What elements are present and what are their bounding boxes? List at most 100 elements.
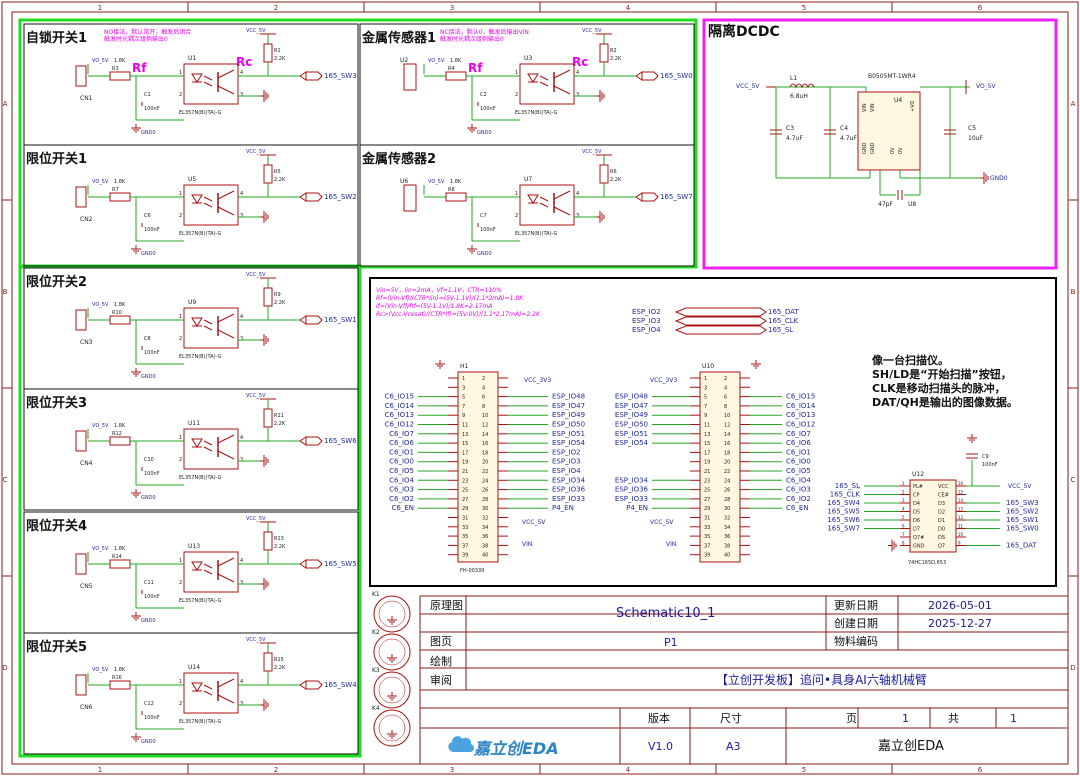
pin-number: 4 <box>240 558 243 564</box>
pin-number: 33 <box>704 525 710 531</box>
net-label: ESP_IO34 <box>552 476 586 484</box>
pin-number: 23 <box>462 478 468 484</box>
resistor-icon <box>109 315 131 325</box>
net-label: 165_SW1 <box>1006 516 1039 524</box>
net-port-label: 165_SW2 <box>324 193 357 201</box>
mounting-hole-ring <box>378 676 406 704</box>
vin-label: VIN <box>522 541 532 548</box>
pin-number: 2 <box>179 580 182 586</box>
pin-number: 2 <box>515 213 518 219</box>
vo-label: VO_5V <box>976 83 997 90</box>
pin-number: 3 <box>240 92 243 98</box>
resistor-icon <box>445 192 467 202</box>
pin-number: 19 <box>462 460 468 466</box>
connector-ref: CN6 <box>80 704 93 711</box>
cap-value: 100nF <box>144 594 160 600</box>
pin-number: 11 <box>462 423 468 429</box>
pin-number: 16 <box>482 441 488 447</box>
vcc5v-label: VCC_5V <box>1008 483 1032 490</box>
resistor-value: 1.8K <box>450 179 462 185</box>
vcc-label: VCC_5V <box>736 83 760 90</box>
mounting-ref: K3 <box>372 667 380 674</box>
pin-number: 37 <box>462 543 468 549</box>
net-label: 165_SW0 <box>1006 525 1039 533</box>
pin-number: 29 <box>704 506 710 512</box>
update-value: 2026-05-01 <box>928 599 992 612</box>
description-line: 像一台扫描仪。 <box>872 353 949 367</box>
cap-ref: C12 <box>144 701 154 707</box>
pin-number: 15 <box>958 490 964 495</box>
module-note: NC接法，默认0，触发后输出VIN <box>440 28 529 36</box>
net-label: ESP_IO47 <box>615 402 648 410</box>
resistor-icon <box>263 531 273 551</box>
description-line: SH/LD是“开始扫描”按钮， <box>872 367 1012 381</box>
pin-number: 3 <box>902 498 905 503</box>
pin-number: 38 <box>724 543 730 549</box>
gnd-label: GND0 <box>141 130 156 136</box>
net-label: C6_IO12 <box>786 421 815 429</box>
formula-line: Rc>(Vcc-Vcesat)/(CTR*If)=(5V-0V)/(1.1*2.… <box>376 311 541 318</box>
vo5v-label: VO_5V <box>92 423 109 429</box>
header-part: FH-00339 <box>460 568 484 574</box>
opto-ref: U7 <box>524 176 532 183</box>
vcc5v-label: VCC_5V <box>582 149 602 155</box>
row-mark: B <box>3 288 8 296</box>
description-line: DAT/QH是输出的图像数据。 <box>872 395 1018 409</box>
resistor-ref: R11 <box>274 413 284 419</box>
pin-number: 21 <box>462 469 468 475</box>
net-label: ESP_IO54 <box>552 439 586 447</box>
transistor-collector <box>553 190 571 200</box>
resistor-value: 2.2K <box>274 421 286 427</box>
net-label: 165_SW4 <box>827 499 860 507</box>
pin-number: 2 <box>179 336 182 342</box>
pin-number: 4 <box>240 679 243 685</box>
net-port-label: 165_SW0 <box>660 72 693 80</box>
pin-number: 32 <box>724 516 730 522</box>
transistor-emitter <box>553 85 571 95</box>
resistor-value: 1.8K <box>114 179 126 185</box>
net-port-label: 165_SW5 <box>324 560 357 568</box>
pin-number: 39 <box>462 553 468 559</box>
optocoupler-icon <box>183 63 239 105</box>
connector-ref: CN5 <box>80 583 93 590</box>
transistor-collector <box>217 434 235 444</box>
resistor-ref: R2 <box>610 48 617 54</box>
size-value: A3 <box>726 740 741 753</box>
pin-number: 40 <box>482 553 488 559</box>
pin-number: 13 <box>704 432 710 438</box>
net-label: C6_IO14 <box>786 402 816 410</box>
pin-number: 3 <box>462 385 465 391</box>
net-label: C6_IO1 <box>389 448 414 456</box>
transistor-collector <box>553 69 571 79</box>
pin-number: 30 <box>724 506 730 512</box>
pin-number: 3 <box>240 336 243 342</box>
net-port-icon <box>305 192 323 202</box>
pin-number: 3 <box>576 213 579 219</box>
pin-name: D2 <box>938 510 945 516</box>
pin-number: 20 <box>724 460 730 466</box>
net-label: ESP_IO51 <box>615 430 648 438</box>
net-label: 165_CLK <box>830 491 861 499</box>
module-title: 限位开关1 <box>26 151 87 167</box>
cap-value: 100nF <box>144 106 160 112</box>
shift-register-icon <box>909 479 957 553</box>
ic-ref: U12 <box>912 471 924 478</box>
rc-annotation: Rc <box>572 55 588 69</box>
net-label: ESP_IO54 <box>615 439 649 447</box>
page-label: 图页 <box>430 635 452 648</box>
cap-ref: C2 <box>480 92 487 98</box>
optocoupler-icon <box>183 672 239 714</box>
connector-icon <box>403 184 417 212</box>
light-arrow <box>203 563 213 569</box>
pin-number: 13 <box>958 507 964 512</box>
resistor-value: 2.2K <box>610 56 622 62</box>
row-mark: B <box>1071 288 1076 296</box>
resistor-icon <box>109 680 131 690</box>
gnd-label: GND0 <box>141 618 156 624</box>
vcc5v-label: VCC_5V <box>246 393 266 399</box>
pin-number: 25 <box>462 488 468 494</box>
led-icon <box>191 194 203 204</box>
header-icon <box>457 371 499 563</box>
pin-number: 24 <box>724 478 730 484</box>
pin-number: 4 <box>724 385 727 391</box>
